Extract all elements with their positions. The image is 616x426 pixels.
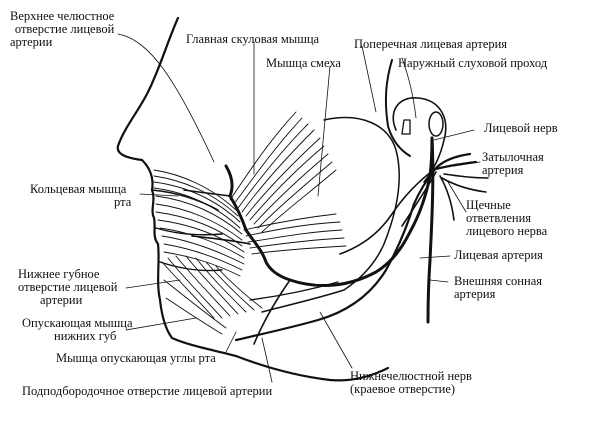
label-line: Лицевой нерв [484,121,558,135]
label-line: отверстие лицевой [14,22,115,36]
label-line: Нижнее губное [18,267,100,281]
label-line: Нижнечелюстной нерв [350,369,472,383]
label-line: отверстие лицевой [18,280,118,294]
label-lower-lip-foramen: Нижнее губное отверстие лицевой артерии [18,268,117,307]
label-line: Мышца опускающая углы рта [56,351,216,365]
label-line: Верхнее челюстное [10,9,115,23]
label-line: (краевое отверстие) [350,382,456,396]
ear-outline [392,97,447,183]
chin-contour [159,261,223,272]
label-line: ответвления [466,211,532,225]
label-line: артерии [10,35,53,49]
label-facial-nerve: Лицевой нерв [484,122,558,135]
label-upper-jaw-foramen: Верхнее челюстное отверстие лицевой арте… [10,10,114,49]
label-line: Поперечная лицевая артерия [354,37,508,51]
label-orbicularis-oris: Кольцевая мышца рта [30,183,131,209]
label-line: Лицевая артерия [454,248,543,262]
label-line: Щечные [466,198,511,212]
orbicularis-oris-muscle [153,169,245,277]
label-buccal-branches: Щечные ответвления лицевого нерва [466,199,547,238]
label-external-auditory-canal: Наружный слуховой проход [398,57,547,70]
label-line: Опускающая мышца [22,316,133,330]
label-line: рта [114,195,132,209]
masseter-outline [261,116,400,313]
label-line: лицевого нерва [466,224,548,238]
label-line: Затылочная [482,150,544,164]
transverse-facial-vessel [384,59,411,157]
zygomatic-major-muscle [229,111,337,233]
label-line: Наружный слуховой проход [398,56,548,70]
label-line: Главная скуловая мышца [186,32,320,46]
label-depressor-labii: Опускающая мышца нижних губ [22,317,133,343]
label-line: артерия [482,163,524,177]
label-external-carotid: Внешняя сонная артерия [454,275,542,301]
leader-lines [117,33,481,383]
label-line: Подподбородочное отверстие лицевой артер… [22,384,273,398]
marginal-mandibular-nerve [234,202,416,342]
label-line: Внешняя сонная [454,274,542,288]
label-mandibular-nerve: Нижнечелюстной нерв (краевое отверстие) [350,370,472,396]
label-submental-foramen: Подподбородочное отверстие лицевой артер… [22,385,272,398]
label-facial-artery: Лицевая артерия [454,249,543,262]
label-zygomatic-major: Главная скуловая мышца [186,33,319,46]
depressor-labii-muscle [161,255,263,335]
label-line: Мышца смеха [266,56,341,70]
label-line: артерии [40,293,83,307]
lower-labial-artery [191,235,251,245]
label-transverse-facial-artery: Поперечная лицевая артерия [354,38,507,51]
auditory-canal-icon [428,111,444,137]
label-depressor-anguli: Мышца опускающая углы рта [56,352,216,365]
upper-labial-artery [183,189,231,197]
label-line: нижних губ [54,329,117,343]
label-risorius: Мышца смеха [266,57,341,70]
buccal-nerve-branches [339,167,489,255]
ear-inner [401,119,411,135]
label-line: Кольцевая мышца [30,182,127,196]
submental-artery [253,279,291,345]
label-line: артерия [454,287,496,301]
label-occipital-artery: Затылочная артерия [482,151,544,177]
face-profile-outline [116,16,390,382]
